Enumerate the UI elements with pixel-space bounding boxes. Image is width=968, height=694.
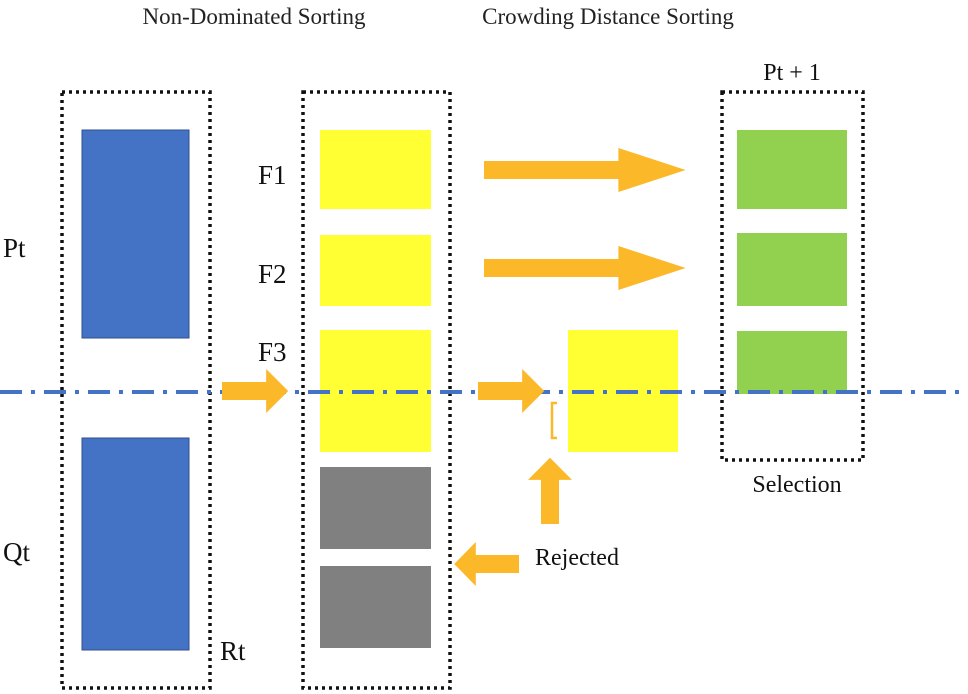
pt-plus-1-label: Pt + 1 <box>763 60 821 86</box>
f3-label: F3 <box>258 337 287 367</box>
rejected-up-arrow <box>528 457 572 524</box>
pt-label: Pt <box>3 233 26 263</box>
rt-to-fronts-arrow <box>222 369 289 413</box>
selection-label: Selection <box>752 472 841 498</box>
f1-to-selection-arrow <box>484 148 686 192</box>
rejected-front-block-2 <box>320 566 431 648</box>
f2-to-selection-arrow <box>484 246 686 290</box>
front-f2-block <box>320 235 431 306</box>
pt-block <box>81 129 190 339</box>
f1-label: F1 <box>258 160 287 190</box>
selected-f1-block <box>737 130 847 209</box>
rt-label: Rt <box>220 636 246 666</box>
rejected-arrow <box>454 542 519 586</box>
f2-label: F2 <box>258 259 287 289</box>
rejected-front-block-1 <box>320 467 431 549</box>
selected-f3-partial-block <box>737 331 847 394</box>
rejected-label: Rejected <box>535 545 619 571</box>
front-f1-block <box>320 130 431 209</box>
pt-plus-1-container <box>720 90 865 462</box>
qt-block <box>81 437 190 651</box>
qt-label: Qt <box>3 537 30 567</box>
crowding-distance-sorting-heading: Crowding Distance Sorting <box>482 4 734 29</box>
cut-bracket-marker <box>550 401 557 440</box>
selected-f2-block <box>737 233 847 306</box>
f3-to-crowding-arrow <box>478 369 545 413</box>
non-dominated-sorting-heading: Non-Dominated Sorting <box>143 4 366 29</box>
